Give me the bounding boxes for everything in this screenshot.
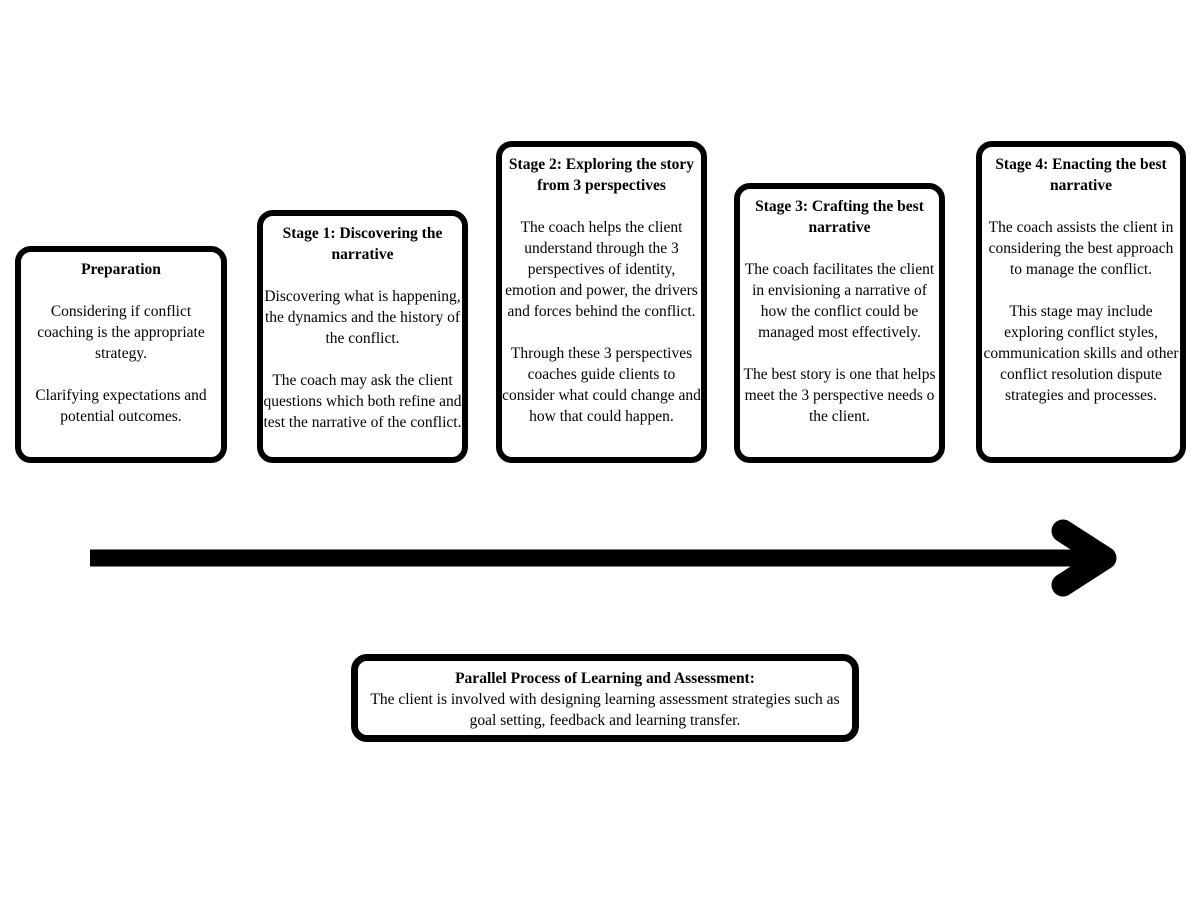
stage-paragraph: The coach facilitates the client in envi… [744,261,935,341]
stage-paragraph: The coach assists the client in consider… [988,219,1174,278]
stage-title: Stage 1: Discovering the narrative [282,225,443,263]
stage-box-stage-1-discovering: Stage 1: Discovering the narrative Disco… [257,210,468,463]
stage-paragraph: Through these 3 perspectives coaches gui… [502,345,701,425]
stage-box-stage-2-exploring: Stage 2: Exploring the story from 3 pers… [496,141,707,463]
stage-title: Stage 3: Crafting the best narrative [755,198,924,236]
stage-title: Stage 2: Exploring the story from 3 pers… [508,156,695,194]
stage-paragraph: Considering if conflict coaching is the … [37,303,205,362]
stage-box-stage-3-crafting: Stage 3: Crafting the best narrative The… [734,183,945,463]
parallel-process-box: Parallel Process of Learning and Assessm… [351,654,859,742]
parallel-process-title: Parallel Process of Learning and Assessm… [455,670,755,687]
stage-box-stage-4-enacting: Stage 4: Enacting the best narrative The… [976,141,1186,463]
stage-paragraph: The best story is one that helps meet th… [743,366,936,425]
process-timeline-arrow [85,503,1135,613]
parallel-process-body: The client is involved with designing le… [370,691,840,729]
stage-paragraph: The coach may ask the client questions w… [263,372,462,431]
stage-box-preparation: Preparation Considering if conflict coac… [15,246,227,463]
stage-title: Stage 4: Enacting the best narrative [995,156,1167,194]
arrow-right-icon [90,519,1117,597]
stage-paragraph: Discovering what is happening, the dynam… [264,288,461,347]
stage-paragraph: The coach helps the client understand th… [505,219,698,320]
stage-paragraph: Clarifying expectations and potential ou… [35,387,207,425]
stage-paragraph: This stage may include exploring conflic… [983,303,1179,404]
stage-title: Preparation [81,261,161,278]
